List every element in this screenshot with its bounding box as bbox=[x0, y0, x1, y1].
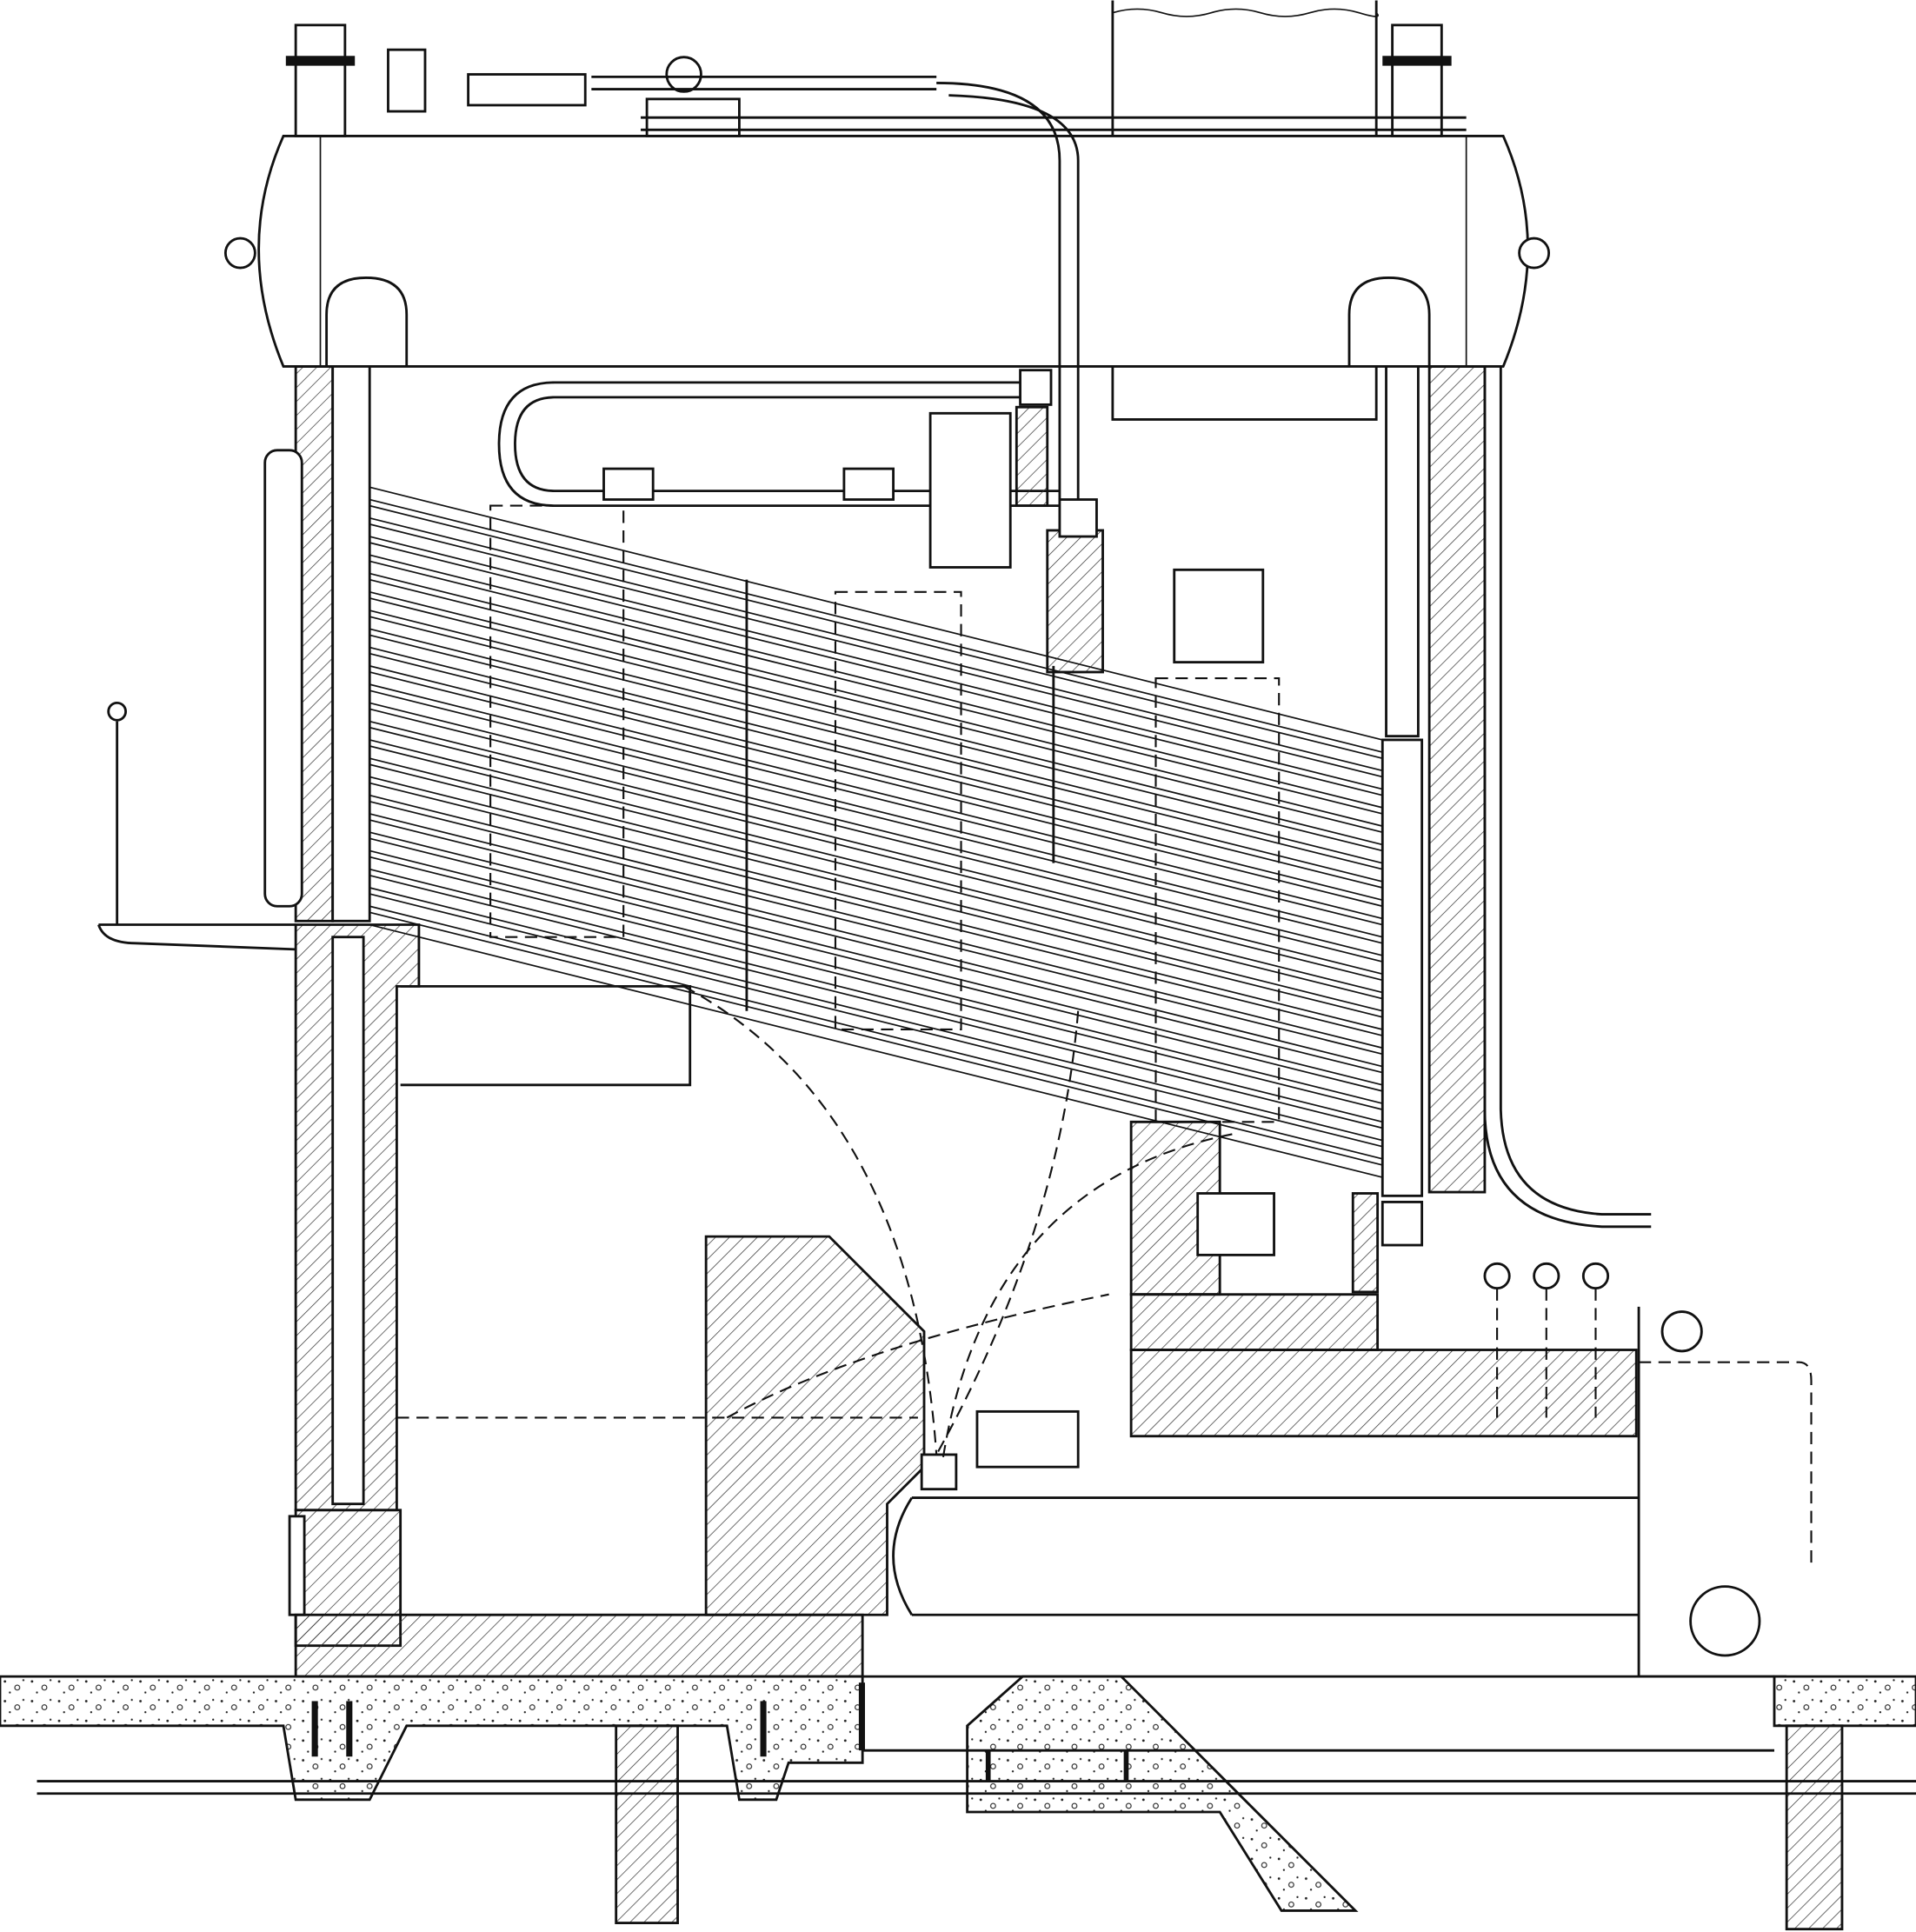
water-tube bbox=[369, 708, 1383, 976]
foundation bbox=[0, 1675, 1916, 1931]
front-header bbox=[263, 365, 371, 923]
water-tube bbox=[369, 560, 1383, 827]
water-tube bbox=[369, 671, 1383, 938]
water-tube bbox=[369, 874, 1383, 1142]
rear-header bbox=[1380, 365, 1487, 1247]
baffles bbox=[489, 498, 1281, 1123]
steam-drum bbox=[223, 134, 1551, 368]
water-tube bbox=[369, 542, 1383, 809]
water-tube bbox=[369, 856, 1383, 1123]
bridge-wall bbox=[704, 1235, 1080, 1616]
water-tube bbox=[369, 782, 1383, 1049]
front-wall bbox=[97, 701, 864, 1678]
rear-wall bbox=[396, 984, 1638, 1462]
water-tube bbox=[369, 726, 1383, 994]
water-tube bbox=[369, 597, 1383, 864]
water-tube bbox=[369, 763, 1383, 1030]
water-tube bbox=[369, 523, 1383, 790]
water-tube bbox=[369, 690, 1383, 956]
water-tube bbox=[369, 634, 1383, 901]
water-tube bbox=[369, 800, 1383, 1068]
water-tube bbox=[369, 652, 1383, 920]
water-tube bbox=[369, 486, 1383, 753]
water-tube bbox=[369, 837, 1383, 1104]
water-tube bbox=[369, 504, 1383, 772]
drum-fittings bbox=[285, 23, 1467, 530]
water-tube bbox=[369, 745, 1383, 1012]
i-beams bbox=[311, 1682, 1129, 1782]
water-tube bbox=[369, 819, 1383, 1086]
water-tube bbox=[369, 578, 1383, 846]
water-tube bbox=[369, 911, 1383, 1178]
water-tube bbox=[369, 616, 1383, 883]
water-tube bbox=[369, 893, 1383, 1160]
superheater bbox=[497, 369, 1265, 664]
